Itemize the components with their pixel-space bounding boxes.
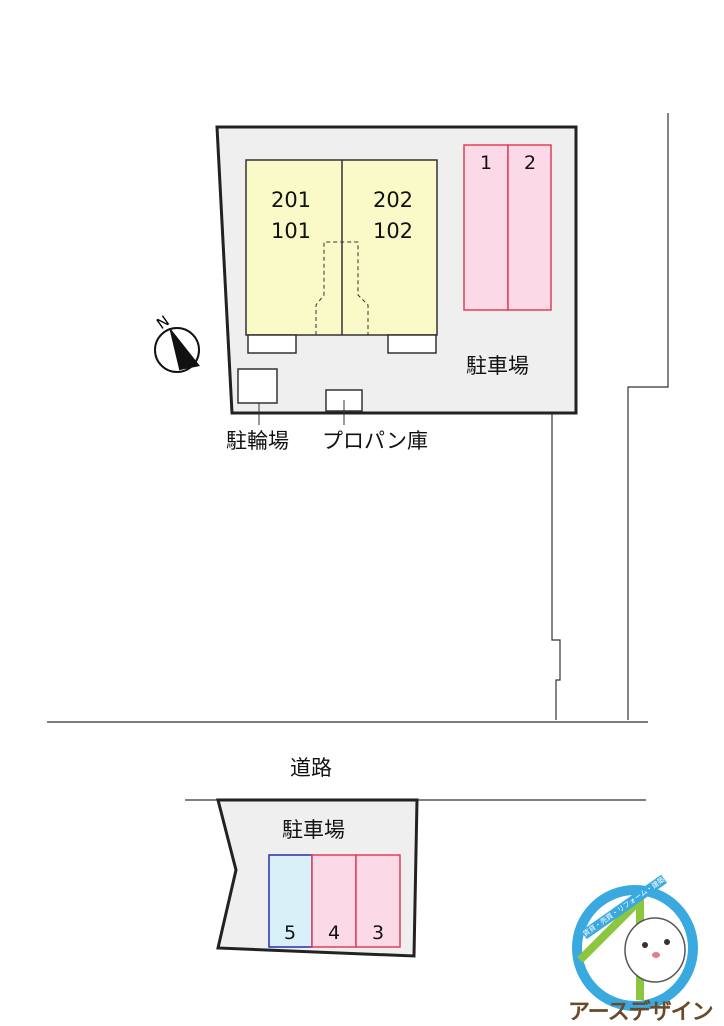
parking-space-1 xyxy=(463,144,509,311)
parking-number-2: 2 xyxy=(523,152,537,174)
parking-number-5: 5 xyxy=(283,922,297,944)
propane-storage-label: プロパン庫 xyxy=(322,429,429,453)
bicycle-parking-label: 駐輪場 xyxy=(226,429,289,453)
parking-space-3 xyxy=(355,854,401,948)
company-logo xyxy=(572,885,698,1011)
boundary-line xyxy=(551,413,561,720)
parking-number-1: 1 xyxy=(479,152,493,174)
entrance-right xyxy=(387,334,437,354)
boundary-line xyxy=(627,113,669,720)
unit-102: 102 xyxy=(372,219,414,243)
parking-label-main: 駐車場 xyxy=(466,354,529,378)
unit-202: 202 xyxy=(372,188,414,212)
unit-101: 101 xyxy=(270,219,312,243)
bicycle-parking-box xyxy=(237,368,278,404)
parking-number-3: 3 xyxy=(371,922,385,944)
unit-201: 201 xyxy=(270,188,312,212)
logo-name: アースデザイン xyxy=(568,1000,714,1025)
stair-outline xyxy=(315,241,369,335)
entrance-left xyxy=(247,334,297,354)
parking-space-4 xyxy=(311,854,357,948)
parking-space-2 xyxy=(507,144,552,311)
parking-number-4: 4 xyxy=(327,922,341,944)
road-label: 道路 xyxy=(290,756,332,780)
parking-label-lower: 駐車場 xyxy=(282,818,345,842)
north-compass-icon xyxy=(154,327,200,373)
